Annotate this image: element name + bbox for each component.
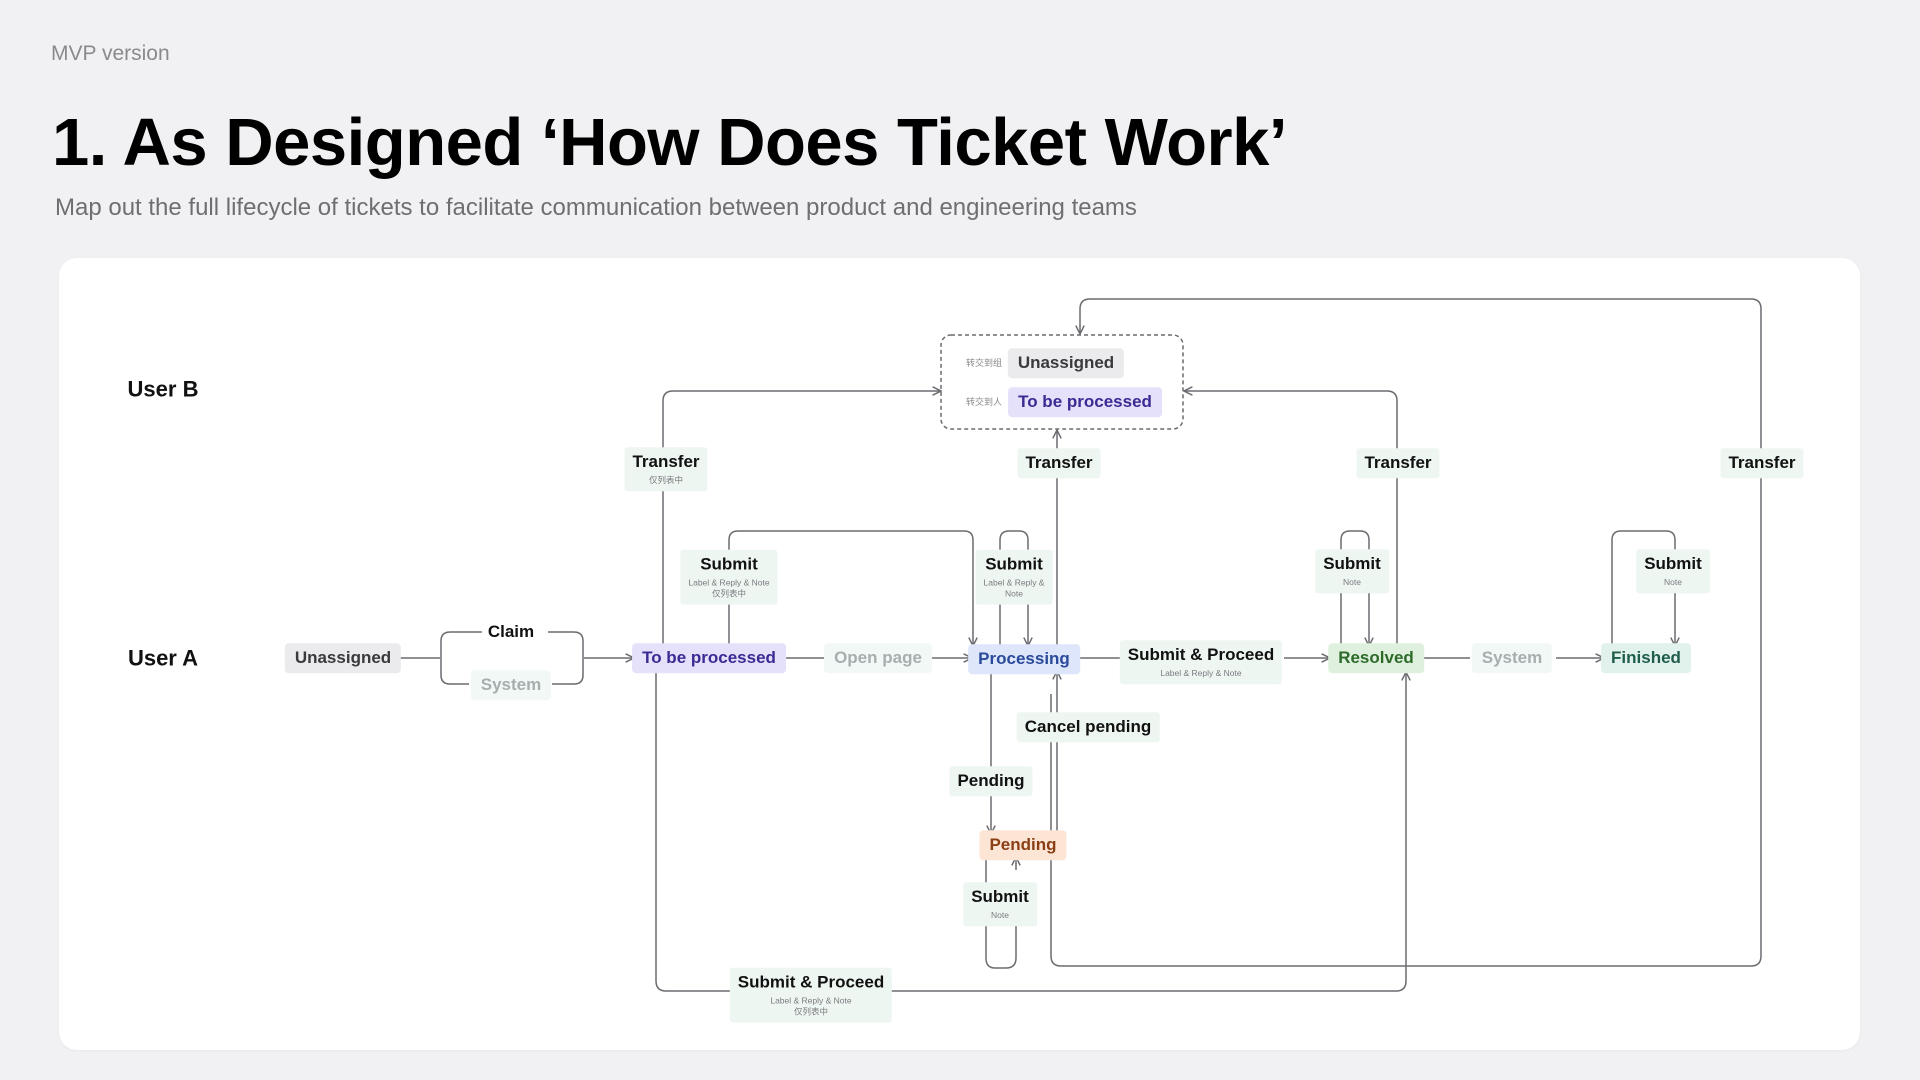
state-a-resolved[interactable]: Resolved	[1328, 643, 1424, 673]
edge-submit-3	[1340, 530, 1369, 646]
state-a-to-be-processed[interactable]: To be processed	[632, 643, 786, 673]
lane-user-b: User B	[127, 376, 199, 402]
action-label: Submit	[985, 554, 1043, 574]
action-transfer-4[interactable]: Transfer	[1720, 448, 1804, 478]
edge-transfer-3	[1184, 391, 1398, 646]
action-transfer-3[interactable]: Transfer	[1356, 448, 1440, 478]
edge-transfer-1	[662, 391, 941, 646]
action-submit-4[interactable]: Submit Note	[1636, 549, 1710, 593]
edge-submit-proceed-2	[655, 670, 1406, 992]
action-submit-1[interactable]: Submit Label & Reply & Note 仅列表中	[680, 549, 778, 605]
page-subtitle: Map out the full lifecycle of tickets to…	[55, 194, 1137, 221]
edge-submit-4	[1611, 530, 1675, 646]
state-a-pending[interactable]: Pending	[979, 830, 1067, 860]
action-label: Submit	[971, 887, 1029, 907]
action-claim-system: System	[470, 670, 552, 700]
action-label: Submit	[1644, 554, 1702, 574]
state-a-unassigned[interactable]: Unassigned	[284, 643, 402, 673]
action-note: Note	[1343, 576, 1361, 587]
action-label: Submit & Proceed	[737, 972, 885, 992]
action-label: Submit	[700, 554, 758, 574]
action-label: Transfer	[1364, 453, 1432, 473]
edge-transfer-4	[1050, 298, 1762, 967]
action-note: 仅列表中	[648, 474, 683, 485]
state-b-to-be-processed[interactable]: To be processed	[1008, 387, 1162, 417]
action-label: Submit & Proceed	[1127, 645, 1275, 665]
action-submit-proceed-2[interactable]: Submit & Proceed Label & Reply & Note 仅列…	[729, 967, 893, 1023]
state-a-system: System	[1471, 643, 1553, 673]
action-label: Submit	[1323, 554, 1381, 574]
action-transfer-2[interactable]: Transfer	[1017, 448, 1101, 478]
action-note: Label & Reply & Note	[1160, 667, 1242, 678]
action-label: Transfer	[632, 452, 700, 472]
state-b-unassigned[interactable]: Unassigned	[1007, 348, 1125, 378]
claim-box	[440, 631, 490, 685]
page-title: 1. As Designed ‘How Does Ticket Work’	[52, 105, 1288, 180]
edge-submit-1	[728, 530, 973, 646]
action-submit-3[interactable]: Submit Note	[1315, 549, 1389, 593]
action-submit-proceed-1[interactable]: Submit & Proceed Label & Reply & Note	[1119, 640, 1283, 684]
action-note: Note	[991, 909, 1009, 920]
tag-transfer-to-group: 转交到组	[965, 357, 1003, 368]
action-pending[interactable]: Pending	[949, 766, 1033, 796]
action-transfer-1[interactable]: Transfer 仅列表中	[624, 447, 708, 491]
action-note: Label & Reply &	[983, 577, 1045, 588]
action-label: Transfer	[1025, 453, 1093, 473]
action-submit-pending[interactable]: Submit Note	[963, 882, 1037, 926]
lane-user-a: User A	[127, 645, 199, 671]
tag-transfer-to-person: 转交到人	[965, 396, 1003, 407]
action-cancel-pending[interactable]: Cancel pending	[1016, 712, 1160, 742]
state-a-processing[interactable]: Processing	[968, 644, 1080, 674]
action-label: Transfer	[1728, 453, 1796, 473]
state-a-finished[interactable]: Finished	[1601, 643, 1691, 673]
action-claim[interactable]: Claim	[481, 620, 541, 644]
action-note: Label & Reply & Note	[770, 995, 852, 1006]
version-label: MVP version	[51, 42, 170, 65]
action-note-2: 仅列表中	[711, 588, 746, 599]
action-note-2: Note	[1005, 588, 1023, 599]
action-note-2: 仅列表中	[793, 1006, 829, 1017]
action-note: Note	[1664, 576, 1682, 587]
action-label: Pending	[957, 771, 1025, 791]
user-b-group-box	[940, 334, 1184, 430]
edge-submit-2	[999, 530, 1028, 646]
action-submit-2[interactable]: Submit Label & Reply & Note	[975, 549, 1053, 605]
action-note: Label & Reply & Note	[688, 577, 770, 588]
action-label: Cancel pending	[1024, 717, 1152, 737]
state-a-open-page: Open page	[824, 643, 932, 673]
